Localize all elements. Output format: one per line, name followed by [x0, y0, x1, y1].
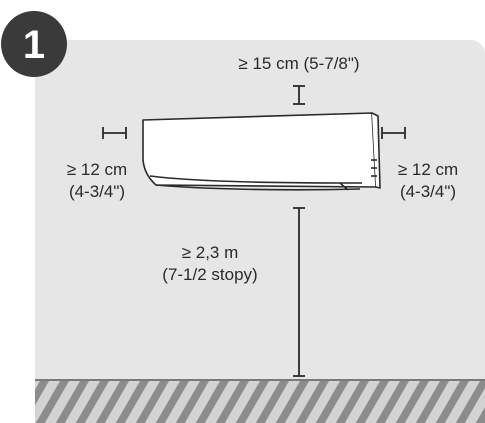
right-clearance-marker-icon [381, 127, 406, 139]
step-number: 1 [23, 23, 45, 67]
floor-clearance-marker-icon [293, 207, 305, 377]
left-clearance-label-line2: (4-3/4") [69, 182, 125, 201]
top-clearance-label: ≥ 15 cm (5-7/8") [238, 54, 359, 73]
left-clearance-label-line1: ≥ 12 cm [67, 160, 127, 179]
top-clearance-marker-icon [293, 85, 305, 105]
right-clearance-label-line1: ≥ 12 cm [398, 160, 458, 179]
floor-hatch-icon [35, 379, 485, 423]
floor-clearance-label-line1: ≥ 2,3 m [182, 243, 239, 262]
air-conditioner-icon [142, 112, 381, 191]
step-badge-circle [1, 11, 67, 77]
wall-panel [35, 40, 485, 423]
right-clearance-label-line2: (4-3/4") [400, 182, 456, 201]
step-badge: 1 [1, 11, 67, 77]
floor-clearance-label-line2: (7-1/2 stopy) [162, 265, 257, 284]
left-clearance-marker-icon [102, 127, 127, 139]
